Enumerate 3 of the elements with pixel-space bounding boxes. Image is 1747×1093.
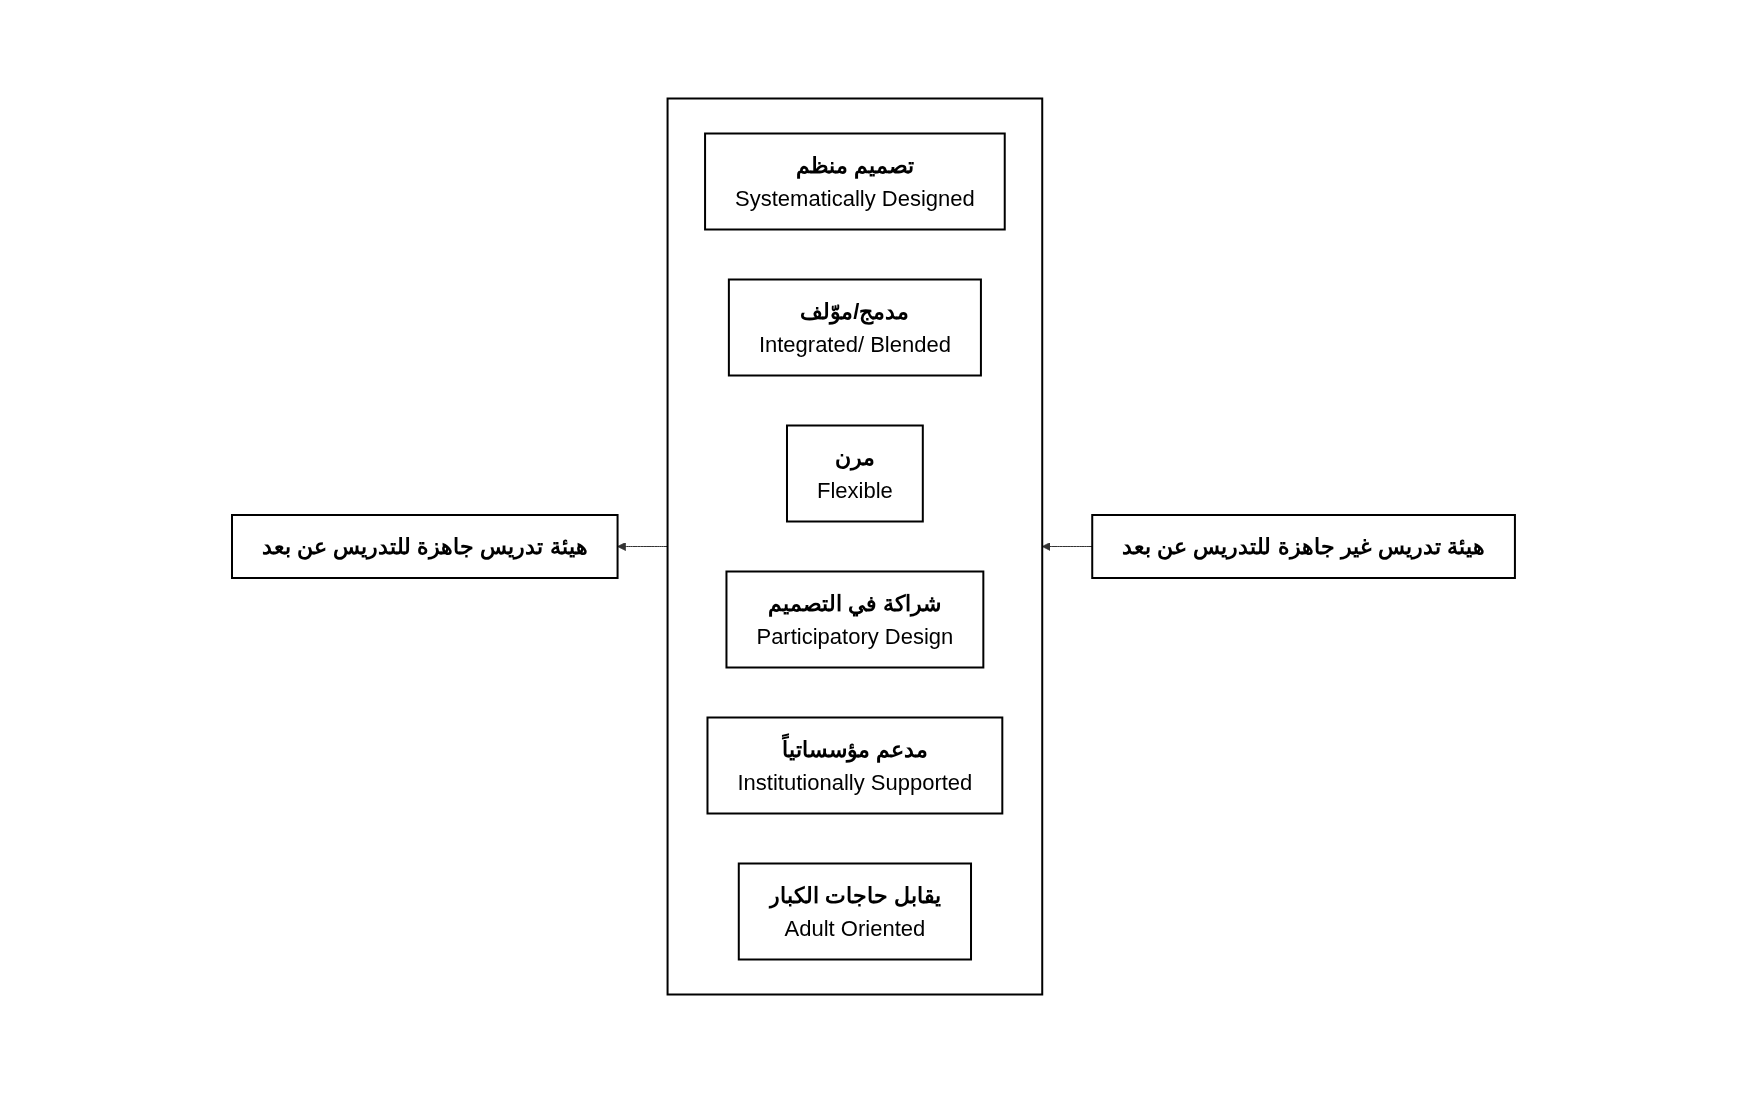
node-box: هيئة تدريس جاهزة للتدريس عن بعد: [231, 514, 619, 579]
node-box: هيئة تدريس غير جاهزة للتدريس عن بعد: [1091, 514, 1516, 579]
cluster: [666, 97, 1044, 996]
